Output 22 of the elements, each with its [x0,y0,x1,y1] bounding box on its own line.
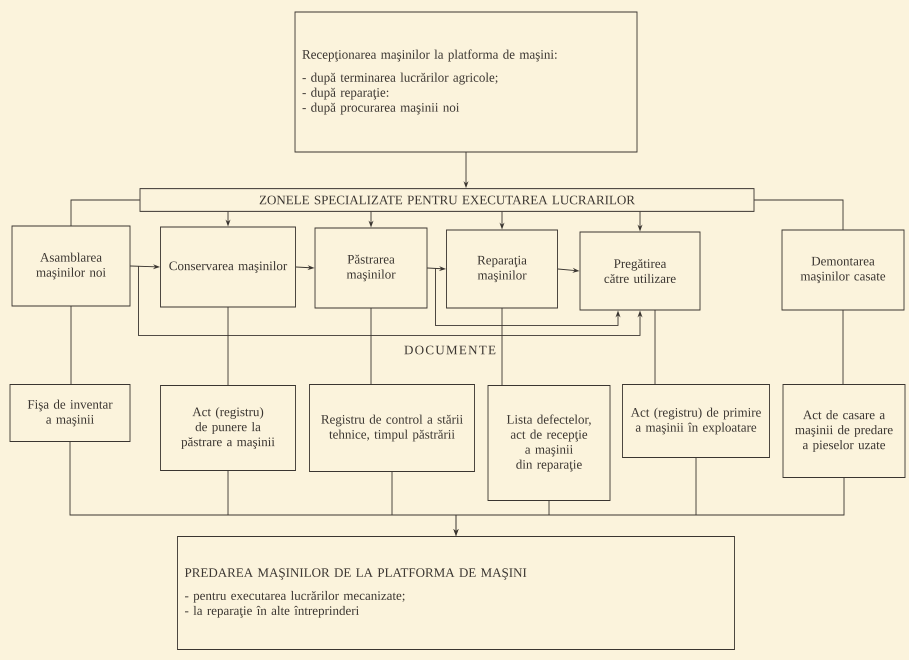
document-box: Act (registru) de punere la păstrare a maşinii [160,385,296,471]
connector-line [754,200,844,230]
process-box: Păstrarea maşinilor [314,228,428,308]
connector-line [370,308,372,384]
document-box: Lista defectelor, act de recepţie a maşinii din reparaţie [488,385,610,501]
process-box: Demontarea maşinilor casate [782,230,904,310]
info-box: PREDAREA MAŞINILOR DE LA PLATFORMA DE MAŞINI - pentru executarea lucrărilor mecanizate; - la reparaţie în alte întreprinderi [177,536,735,650]
process-box: Asamblarea maşinilor noi [12,226,130,306]
connector-line [70,200,140,226]
document-box: Registru de control a stării tehnice, timpul păstrării [309,384,475,472]
connector-line [70,306,72,384]
info-box: Recepţionarea maşinilor la platforma de maşini: - după terminarea lucrărilor agricole; - după reparaţie: - după procurarea maşinii noi [294,12,638,152]
connector-line [842,310,844,384]
banner-box: ZONELE SPECIALIZATE PENTRU EXECUTAREA LUCRARILOR [140,188,754,212]
process-box: Reparaţia maşinilor [446,230,558,308]
connector-line [654,310,656,384]
document-box: Fişa de inventar a maşinii [10,384,130,442]
process-box: Conservarea maşinilor [160,226,296,308]
section-label: DOCUMENTE [404,346,496,354]
document-box: Act (registru) de primire a maşinii în exploatare [622,384,770,458]
process-box: Pregătirea către utilizare [580,232,700,310]
document-box: Act de casare a maşinii de predare a pieselor uzate [782,384,906,478]
